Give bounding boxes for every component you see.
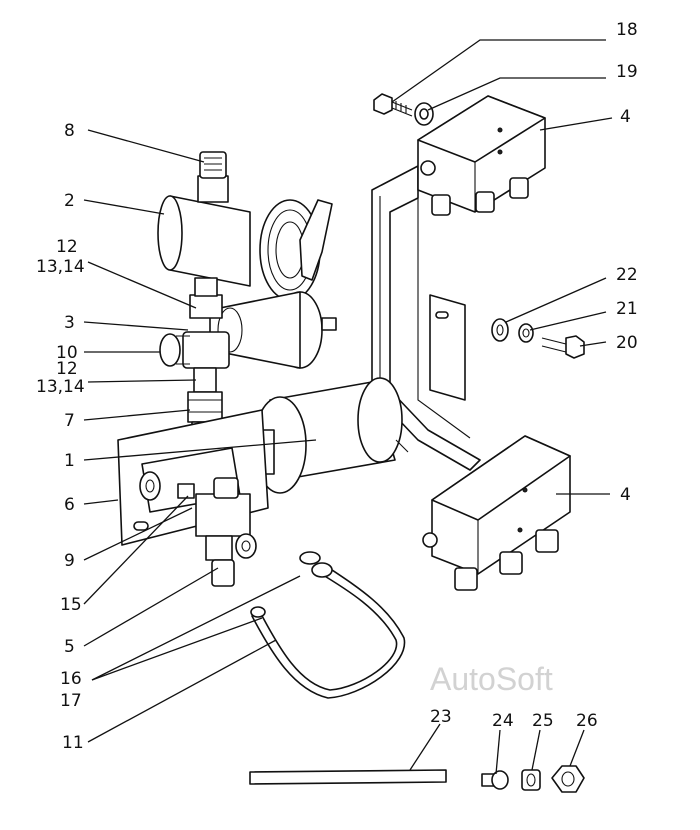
- callout-24: 24: [492, 711, 514, 731]
- callout-18: 18: [616, 20, 638, 40]
- callout-21: 21: [616, 299, 638, 319]
- callout-4-lower: 4: [620, 485, 631, 505]
- callout-15: 15: [60, 595, 82, 615]
- nut-25: [521, 769, 541, 791]
- callout-12-upper: 12: [56, 237, 78, 257]
- cap-24: [481, 770, 509, 790]
- watermark-text: AutoSoft: [430, 661, 553, 697]
- callout-10: 10: [56, 343, 78, 363]
- bolt-20: [541, 335, 585, 359]
- washer-22: [491, 318, 509, 342]
- pump-assembly: [189, 277, 337, 369]
- hose-11: [250, 551, 406, 699]
- callout-12-lower: 12: [56, 359, 78, 379]
- filter-2: [157, 151, 333, 301]
- callout-23: 23: [430, 707, 452, 727]
- nut-26: [551, 765, 585, 793]
- callout-13-14-upper: 13,14: [36, 257, 85, 277]
- callout-2: 2: [64, 191, 75, 211]
- callout-16: 16: [60, 669, 82, 689]
- bolt-18: [373, 93, 413, 117]
- washer-21: [518, 323, 534, 343]
- callout-labels: 18 19 4 8 2 12 13,14 3 10 12 13,14 7 1 6…: [36, 20, 638, 753]
- callout-11: 11: [62, 733, 84, 753]
- callout-6: 6: [64, 495, 75, 515]
- callout-4-upper: 4: [620, 107, 631, 127]
- callout-13-14-lower: 13,14: [36, 377, 85, 397]
- callout-20: 20: [616, 333, 638, 353]
- bracket-slot: [435, 311, 449, 319]
- callout-26: 26: [576, 711, 598, 731]
- callout-17: 17: [60, 691, 82, 711]
- leader-lines: [83, 39, 613, 775]
- lower-valve-block: [422, 435, 571, 591]
- callout-1: 1: [64, 451, 75, 471]
- tee-10: [159, 331, 230, 369]
- callout-22: 22: [616, 265, 638, 285]
- rod-23: [249, 769, 447, 785]
- valve-15: [195, 477, 257, 587]
- callout-7: 7: [64, 411, 75, 431]
- callout-5: 5: [64, 637, 75, 657]
- upper-valve-block: [417, 95, 546, 216]
- callout-9: 9: [64, 551, 75, 571]
- callout-8: 8: [64, 121, 75, 141]
- callout-3: 3: [64, 313, 75, 333]
- washer-19: [414, 102, 434, 126]
- callout-19: 19: [616, 62, 638, 82]
- callout-25: 25: [532, 711, 554, 731]
